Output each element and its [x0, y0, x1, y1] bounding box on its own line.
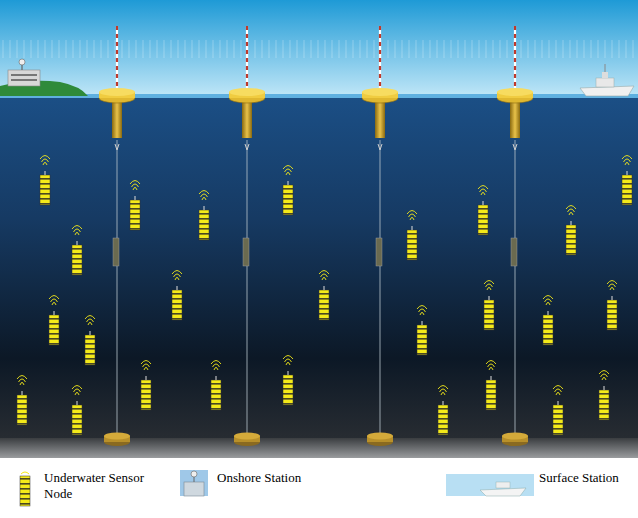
sensor-node — [319, 271, 329, 321]
legend-node-icon — [20, 472, 30, 506]
sensor-node — [417, 306, 427, 356]
moored-buoy — [99, 26, 135, 446]
sensor-node — [72, 226, 82, 276]
sensor-node — [283, 166, 293, 216]
legend-label: Onshore Station — [217, 470, 357, 486]
sensor-node — [486, 361, 496, 411]
moored-buoy — [229, 26, 265, 446]
sensor-node — [622, 156, 632, 206]
moored-buoy — [362, 26, 398, 446]
legend-entry: Underwater Sensor Node — [44, 470, 162, 502]
sensor-node — [211, 361, 221, 411]
sensor-node — [130, 181, 140, 231]
sensor-node — [566, 206, 576, 256]
legend-label: Underwater Sensor Node — [44, 470, 162, 502]
sensor-node — [283, 356, 293, 406]
sensor-node — [478, 186, 488, 236]
sensor-node — [17, 376, 27, 426]
legend-label: Surface Station — [539, 470, 635, 486]
moored-buoy — [497, 26, 533, 446]
legend-entry: Onshore Station — [217, 470, 357, 486]
sensor-node — [553, 386, 563, 436]
sensor-node — [172, 271, 182, 321]
sensor-node — [49, 296, 59, 346]
sensor-node — [85, 316, 95, 366]
sensor-node — [40, 156, 50, 206]
sensor-node — [199, 191, 209, 241]
sensor-node — [599, 371, 609, 421]
sensor-node — [438, 386, 448, 436]
sensor-node — [607, 281, 617, 331]
sensor-node — [141, 361, 151, 411]
legend-entry: Surface Station — [539, 470, 635, 486]
legend-onshore-icon — [180, 470, 208, 496]
onshore-island — [0, 59, 88, 96]
sensor-node — [484, 281, 494, 331]
surface-ship — [580, 64, 634, 96]
sensor-node — [543, 296, 553, 346]
sensor-node — [72, 386, 82, 436]
sensor-node — [407, 211, 417, 261]
legend-surface-icon — [446, 474, 534, 496]
